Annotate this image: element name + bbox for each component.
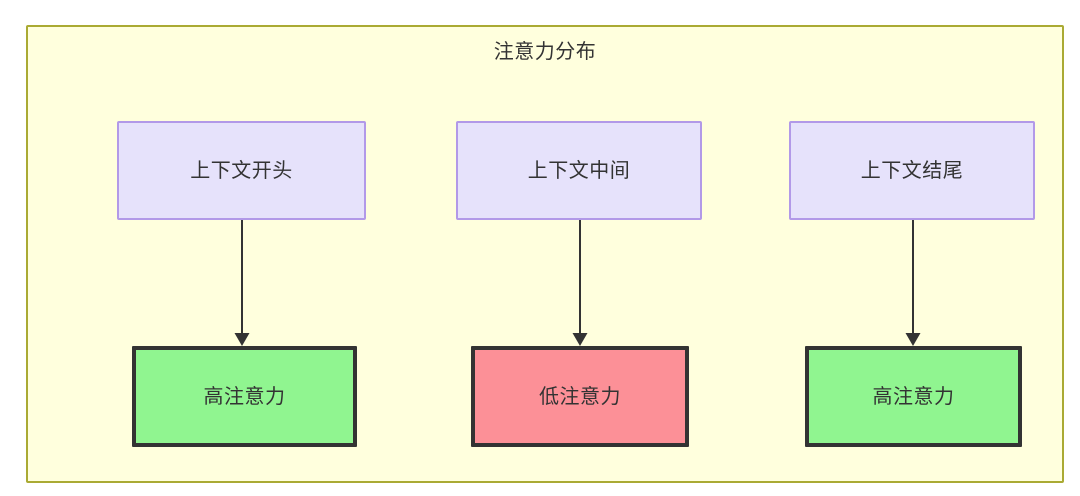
subgraph-title: 注意力分布	[493, 41, 597, 63]
node-context-middle[interactable]: 上下文中间	[456, 121, 702, 220]
edge-context-start-to-high-attention	[231, 220, 253, 346]
edge-context-middle-to-low-attention	[569, 220, 591, 346]
node-context-start[interactable]: 上下文开头	[117, 121, 366, 220]
node-attention-end-label: 高注意力	[872, 385, 955, 408]
node-context-middle-label: 上下文中间	[527, 159, 631, 182]
node-attention-middle-low[interactable]: 低注意力	[471, 346, 689, 447]
node-attention-end-high[interactable]: 高注意力	[805, 346, 1022, 447]
node-context-end-label: 上下文结尾	[860, 159, 964, 182]
attention-distribution-subgraph: 注意力分布 上下文开头 上下文中间 上下文结尾	[26, 25, 1064, 483]
node-context-start-label: 上下文开头	[190, 159, 293, 182]
node-attention-start-label: 高注意力	[203, 385, 286, 408]
edge-context-end-to-high-attention	[902, 220, 924, 346]
arrow-down-icon	[234, 220, 250, 346]
node-attention-start-high[interactable]: 高注意力	[132, 346, 357, 447]
node-attention-middle-label: 低注意力	[539, 385, 621, 408]
arrow-down-icon	[905, 220, 921, 346]
node-context-end[interactable]: 上下文结尾	[789, 121, 1035, 220]
arrow-down-icon	[572, 220, 588, 346]
